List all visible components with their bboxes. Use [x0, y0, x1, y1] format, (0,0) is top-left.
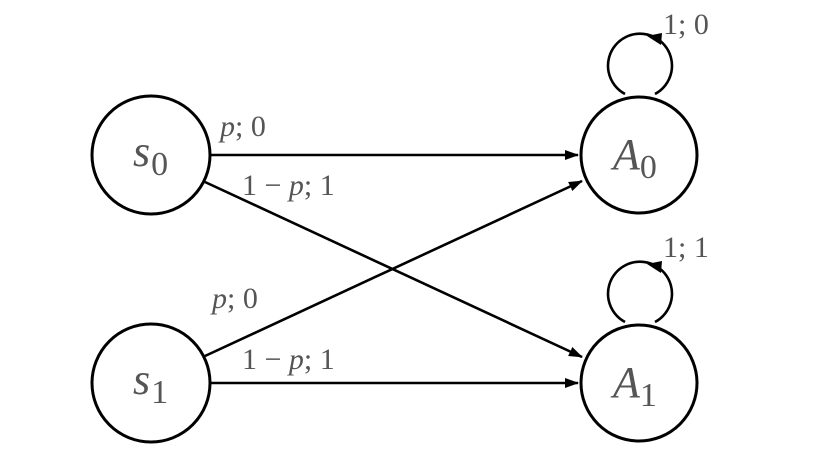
label-A1-loop: 1; 1 — [663, 231, 709, 264]
state-s0-sub: 0 — [151, 146, 168, 183]
label-A1-loop-prob: 1 — [663, 231, 678, 264]
state-s1: s1 — [90, 322, 212, 444]
self-loop-A0-arrowhead — [647, 33, 662, 45]
label-s0-A0-out: 0 — [251, 110, 266, 143]
edge-s1-A0 — [204, 179, 583, 358]
state-s1-sub: 1 — [151, 374, 168, 411]
label-s0-A1-prob: 1 − p — [242, 169, 304, 202]
label-s1-A0: p; 0 — [210, 282, 258, 315]
label-A1-loop-out: 1 — [694, 231, 709, 264]
state-A1-base: A — [610, 358, 641, 407]
state-s0: s0 — [90, 94, 212, 216]
svg-text:A0: A0 — [610, 130, 657, 186]
state-s1-base: s — [133, 355, 150, 404]
label-s0-A0: p; 0 — [218, 110, 266, 143]
svg-text:s1: s1 — [133, 355, 168, 411]
label-A0-loop-prob: 1 — [663, 8, 678, 41]
self-loop-A0 — [606, 32, 674, 96]
state-A0-base: A — [610, 130, 641, 179]
label-A0-loop: 1; 0 — [663, 8, 709, 41]
label-s1-A1-out: 1 — [320, 343, 335, 376]
label-s1-A1: 1 − p; 1 — [242, 343, 335, 376]
state-A1: A1 — [579, 323, 699, 443]
svg-text:s0: s0 — [133, 127, 168, 183]
label-s1-A1-prob: 1 − p — [242, 343, 304, 376]
state-A0-sub: 0 — [640, 149, 657, 186]
label-A0-loop-out: 0 — [694, 8, 709, 41]
label-s1-A0-out: 0 — [243, 282, 258, 315]
state-A1-sub: 1 — [640, 377, 657, 414]
label-s0-A0-prob: p — [218, 110, 235, 143]
label-s1-A0-prob: p — [210, 282, 227, 315]
state-s0-base: s — [133, 127, 150, 176]
label-s0-A1-out: 1 — [320, 169, 335, 202]
self-loop-A1 — [606, 260, 674, 324]
label-s0-A1: 1 − p; 1 — [242, 169, 335, 202]
svg-text:A1: A1 — [610, 358, 657, 414]
state-A0: A0 — [579, 95, 699, 215]
self-loop-A1-arrowhead — [647, 261, 662, 273]
